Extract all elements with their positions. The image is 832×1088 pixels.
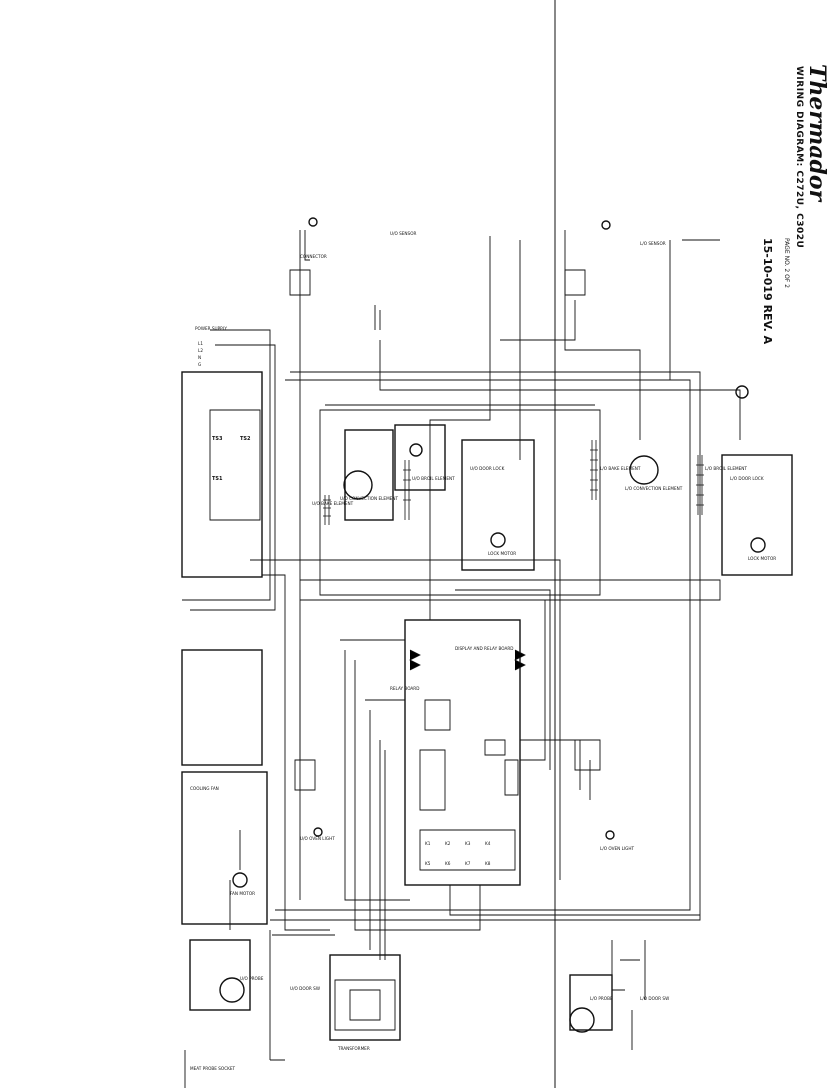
doc-number-value: 15-10-019 (761, 238, 774, 301)
relay-k8-label: K8 (485, 861, 491, 866)
fan-motor-label: FAN MOTOR (230, 891, 255, 896)
upper-broil-element-label: U/O BROIL ELEMENT (412, 476, 455, 481)
revision-value: REV. A (761, 304, 774, 345)
meat-probe-label: MEAT PROBE SOCKET (190, 1066, 236, 1071)
terminal-ts3-label: TS3 (212, 436, 223, 442)
line-l2-label: L2 (198, 348, 203, 353)
relay-k6-label: K6 (445, 861, 451, 866)
ground-label: G (198, 362, 201, 367)
terminal-ts1-label: TS1 (212, 476, 223, 482)
lower-sensor-label: L/O SENSOR (640, 241, 666, 246)
lower-lock-motor-label: LOCK MOTOR (748, 556, 776, 561)
lower-convection-label: L/O CONVECTION ELEMENT (625, 486, 683, 491)
lower-door-switch-label: L/O DOOR SW (640, 996, 669, 1001)
lower-door-lock-label: L/O DOOR LOCK (730, 476, 764, 481)
power-supply-label: POWER SUPPLY (195, 326, 227, 331)
lower-probe-label: L/O PROBE (590, 996, 613, 1001)
page-number: PAGE NO. 2 OF 2 (783, 238, 790, 288)
document-number: 15-10-019 REV. A (761, 238, 774, 344)
relay-k2-label: K2 (445, 841, 451, 846)
neutral-label: N (198, 355, 201, 360)
lower-bake-element-label: L/O BAKE ELEMENT (600, 466, 641, 471)
upper-sensor-label: U/O SENSOR (390, 231, 416, 236)
connector-label: CONNECTOR (300, 254, 327, 259)
relay-k1-label: K1 (425, 841, 431, 846)
relay-k4-label: K4 (485, 841, 491, 846)
title-block: Thermador WIRING DIAGRAM: C272U, C302U P… (742, 60, 832, 400)
display-board-label: DISPLAY AND RELAY BOARD (455, 646, 514, 651)
transformer-label: TRANSFORMER (337, 1046, 370, 1051)
relay-k5-label: K5 (425, 861, 431, 866)
diagram-title: WIRING DIAGRAM: C272U, C302U (794, 66, 804, 249)
relay-k3-label: K3 (465, 841, 471, 846)
upper-convection-label: U/O CONVECTION ELEMENT (340, 496, 398, 501)
brand-logo: Thermador (804, 64, 830, 202)
upper-door-lock-label: U/O DOOR LOCK (470, 466, 505, 471)
line-l1-label: L1 (198, 341, 203, 346)
upper-lock-motor-label: LOCK MOTOR (488, 551, 516, 556)
upper-door-switch-label: U/O DOOR SW (290, 986, 320, 991)
relay-k7-label: K7 (465, 861, 471, 866)
relay-board-label: RELAY BOARD (390, 686, 419, 691)
lower-broil-element-label: L/O BROIL ELEMENT (705, 466, 747, 471)
cooling-fan-label: COOLING FAN (190, 786, 219, 791)
terminal-ts2-label: TS2 (240, 436, 251, 442)
upper-bake-element-label: U/O BAKE ELEMENT (312, 501, 354, 506)
upper-probe-label: U/O PROBE (240, 976, 264, 981)
lower-oven-light-label: L/O OVEN LIGHT (600, 846, 635, 851)
upper-oven-light-label: U/O OVEN LIGHT (300, 836, 335, 841)
